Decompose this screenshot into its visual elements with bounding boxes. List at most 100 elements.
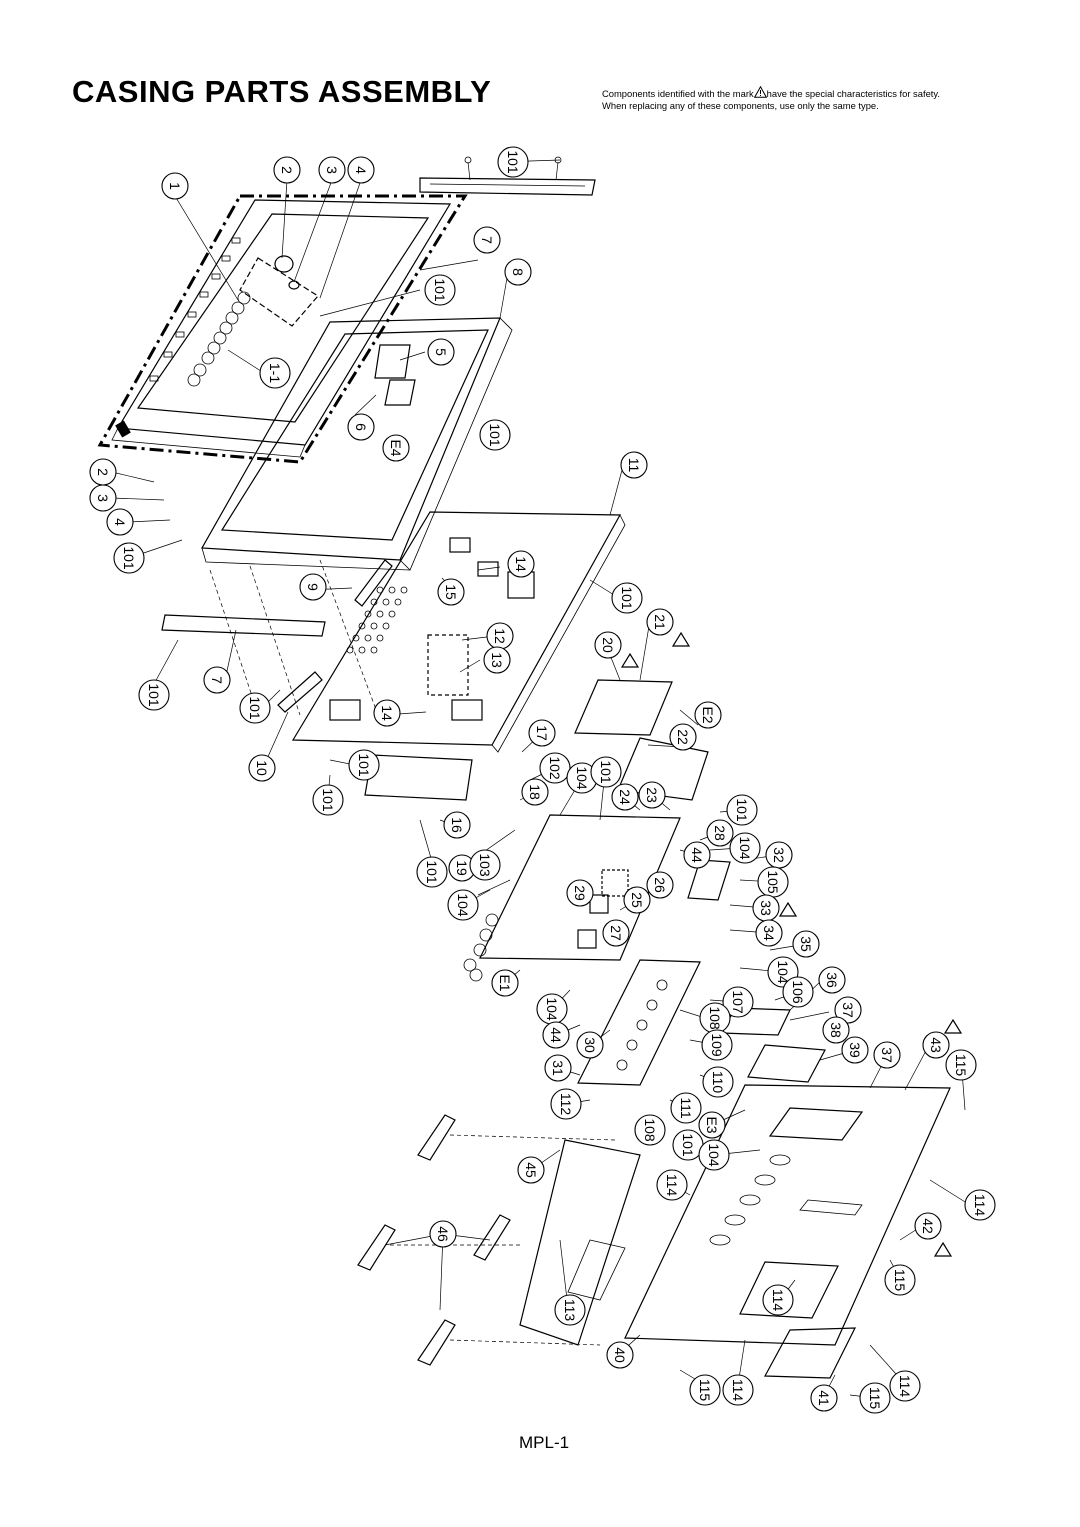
- callout-number: 111: [678, 1097, 694, 1118]
- rear-cover: [624, 1084, 951, 1346]
- callout-number: E1: [497, 974, 513, 991]
- callout-circle: [106, 508, 134, 536]
- callout-c27: 27: [602, 919, 630, 947]
- callout-number: 3: [324, 166, 340, 174]
- callout-number: 33: [758, 900, 774, 916]
- callout-circle: [539, 752, 571, 784]
- callout-circle: [706, 819, 734, 847]
- callout-c102: 102: [539, 752, 571, 784]
- callout-circle: [859, 1382, 891, 1414]
- callout-circle: [762, 1284, 794, 1316]
- callout-number: 101: [121, 546, 137, 570]
- callout-number: 104: [706, 1143, 722, 1167]
- callout-c17: 17: [528, 719, 556, 747]
- callout-number: 45: [523, 1162, 539, 1178]
- callout-cE2: E2: [694, 701, 722, 729]
- callout-circle: [964, 1189, 996, 1221]
- callout-number: 5: [433, 348, 449, 356]
- callout-c3: 3: [318, 156, 346, 184]
- callout-c5: 5: [427, 338, 455, 366]
- callout-circle: [602, 919, 630, 947]
- callout-number: 101: [734, 798, 750, 822]
- callout-c38: 38: [822, 1016, 850, 1044]
- callout-c115a: 115: [945, 1049, 977, 1081]
- callout-circle: [722, 986, 754, 1018]
- callout-circle: [701, 1029, 733, 1061]
- callout-c114b: 114: [964, 1189, 996, 1221]
- callout-circle: [427, 338, 455, 366]
- callout-circle: [544, 1054, 572, 1082]
- terminal-plate: [577, 959, 701, 1086]
- callout-c24: 24: [611, 783, 639, 811]
- callout-c32: 32: [765, 841, 793, 869]
- callout-c101h: 101: [348, 749, 380, 781]
- callout-number: 101: [146, 683, 162, 707]
- callout-cE3: E3: [698, 1111, 726, 1139]
- callout-number: 1-1: [267, 363, 283, 383]
- callout-circle: [469, 849, 501, 881]
- top-bracket: [419, 156, 596, 196]
- callout-number: 20: [600, 637, 616, 653]
- callout-c41: 41: [810, 1384, 838, 1412]
- callout-number: 24: [617, 789, 633, 805]
- callout-circle: [656, 1169, 688, 1201]
- callout-c115d: 115: [859, 1382, 891, 1414]
- callout-circle: [884, 1264, 916, 1296]
- callout-circle: [479, 419, 511, 451]
- callout-circle: [620, 451, 648, 479]
- callout-c13: 13: [483, 646, 511, 674]
- callout-number: 4: [112, 518, 128, 526]
- callout-c101k: 101: [726, 794, 758, 826]
- callout-circle: [273, 156, 301, 184]
- callout-circle: [239, 692, 271, 724]
- callout-number: 115: [697, 1379, 713, 1402]
- callout-c106: 106: [782, 976, 814, 1008]
- callout-number: 32: [771, 847, 787, 863]
- callout-number: 17: [534, 725, 550, 741]
- callout-c105: 105: [757, 866, 789, 898]
- callout-number: 31: [550, 1060, 566, 1076]
- callout-circle: [521, 778, 549, 806]
- callout-number: 44: [689, 847, 705, 863]
- callout-circle: [318, 156, 346, 184]
- main-chassis: [291, 511, 626, 753]
- callout-cE4: E4: [382, 434, 410, 462]
- callout-circle: [638, 781, 666, 809]
- callout-c14a: 14: [507, 550, 535, 578]
- callout-circle: [348, 749, 380, 781]
- callout-circle: [810, 1384, 838, 1412]
- callout-c11: 11: [620, 451, 648, 479]
- callout-circle: [447, 889, 479, 921]
- callout-number: 101: [356, 753, 372, 777]
- callout-c20: 20: [594, 631, 622, 659]
- side-covers: [357, 1114, 616, 1366]
- callout-c2: 2: [273, 156, 301, 184]
- callout-c19: 19: [448, 854, 476, 882]
- back-plate: [519, 1139, 641, 1346]
- callout-c22: 22: [669, 723, 697, 751]
- callout-number: 114: [730, 1379, 746, 1402]
- callout-circle: [443, 811, 471, 839]
- callout-number: 110: [710, 1071, 726, 1094]
- callout-number: 15: [443, 584, 459, 600]
- callout-circle: [382, 434, 410, 462]
- callout-number: 1: [167, 182, 183, 190]
- callout-circle: [634, 1114, 666, 1146]
- callout-circle: [694, 701, 722, 729]
- callout-circle: [542, 1021, 570, 1049]
- callout-circle: [755, 919, 783, 947]
- callout-circle: [89, 484, 117, 512]
- callout-number: 11: [626, 458, 642, 473]
- front-bezel: [97, 194, 468, 464]
- callout-c6: 6: [347, 413, 375, 441]
- callout-number: 22: [675, 729, 691, 745]
- callout-circle: [689, 1374, 721, 1406]
- callout-circle: [914, 1212, 942, 1240]
- callout-c34: 34: [755, 919, 783, 947]
- leader-lines: [111, 159, 971, 1399]
- callout-number: 12: [492, 628, 508, 644]
- callout-c46: 46: [429, 1220, 457, 1248]
- callout-c18: 18: [521, 778, 549, 806]
- callout-circle: [566, 879, 594, 907]
